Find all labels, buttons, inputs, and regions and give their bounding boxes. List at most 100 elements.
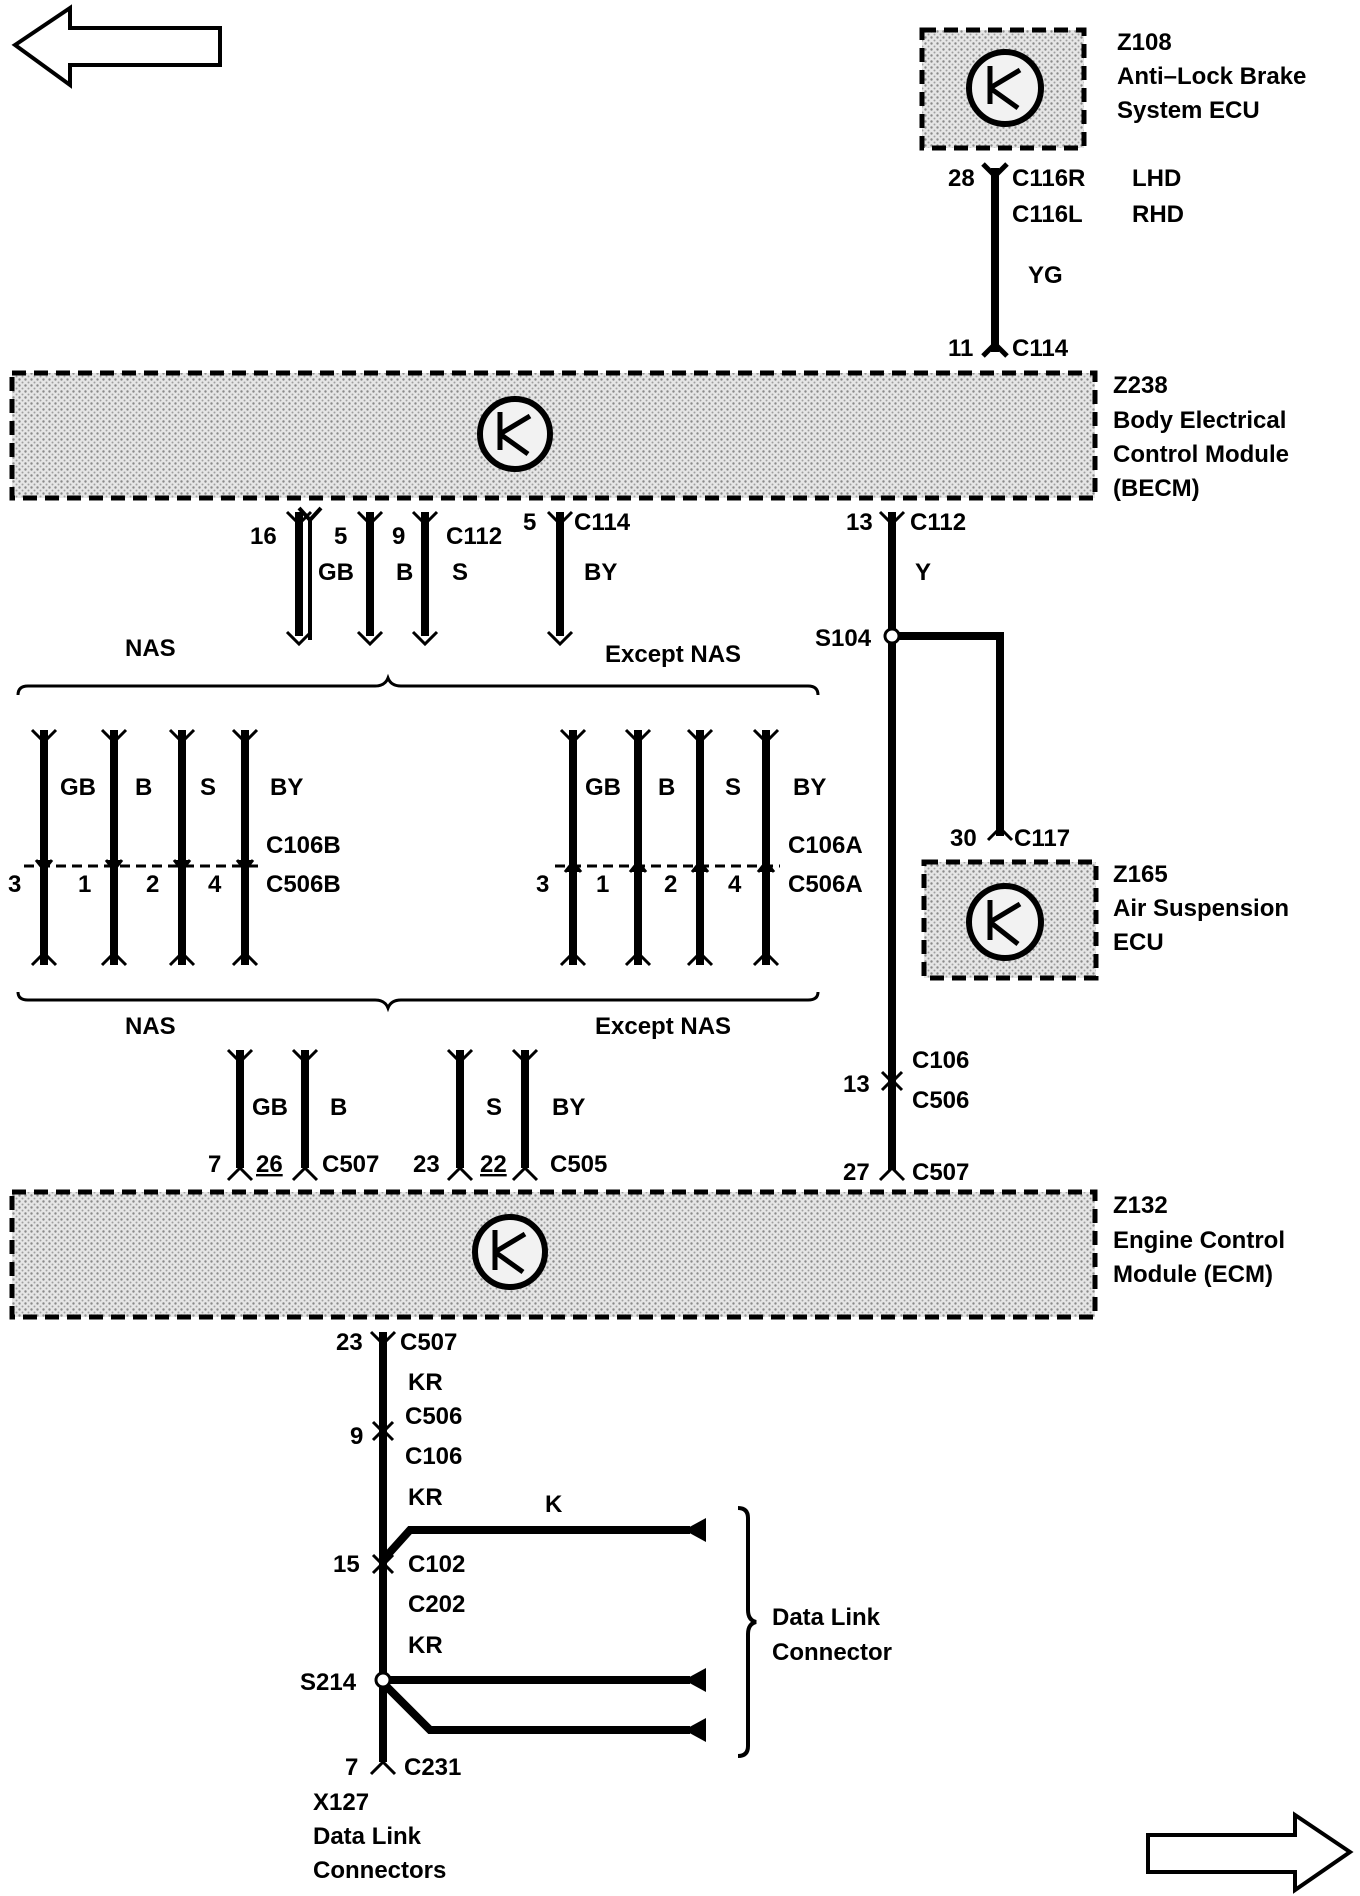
except-wire-s: S bbox=[725, 774, 741, 801]
except-conn-c106a: C106A bbox=[788, 832, 863, 859]
y-conn-c507: C507 bbox=[912, 1159, 969, 1186]
dlc-label-line1: Data Link bbox=[772, 1604, 881, 1631]
kr-conn-c202: C202 bbox=[408, 1591, 465, 1618]
kr-conn-c102: C102 bbox=[408, 1551, 465, 1578]
kr-pin-15: 15 bbox=[333, 1551, 360, 1578]
abs-ecu-symbol-icon bbox=[966, 49, 1044, 127]
wire-color-kr-1: KR bbox=[408, 1369, 443, 1396]
ecm-name-line1: Engine Control bbox=[1113, 1227, 1285, 1254]
dlc-label-line2: Connector bbox=[772, 1639, 892, 1666]
forward-arrow-icon[interactable] bbox=[1146, 1811, 1354, 1894]
wire-color-gb-top: GB bbox=[318, 559, 354, 586]
air-suspension-name-line1: Air Suspension bbox=[1113, 895, 1289, 922]
dlc-terminal-2-icon bbox=[684, 1668, 706, 1692]
ecm-name-line2: Module (ECM) bbox=[1113, 1261, 1273, 1288]
group-except-bottom: Except NAS bbox=[595, 1013, 731, 1040]
ecm-wire-gb: GB bbox=[252, 1094, 288, 1121]
nas-conn-c506b: C506B bbox=[266, 871, 341, 898]
becm-conn-c114-top: C114 bbox=[1012, 335, 1069, 362]
except-pin-4: 4 bbox=[728, 871, 742, 898]
abs-conn-c116l: C116L bbox=[1012, 201, 1083, 228]
ecm-symbol-icon bbox=[472, 1214, 548, 1290]
x127-name-line1: Data Link bbox=[313, 1823, 422, 1850]
nas-pin-4: 4 bbox=[208, 871, 222, 898]
group-nas-top: NAS bbox=[125, 635, 176, 662]
wire-color-by-top: BY bbox=[584, 559, 617, 586]
becm-pin-5b: 5 bbox=[523, 509, 536, 536]
dlc-terminal-3-icon bbox=[684, 1718, 706, 1742]
except-wire-by: BY bbox=[793, 774, 826, 801]
kr-conn-c506: C506 bbox=[405, 1403, 462, 1430]
ecm-id: Z132 bbox=[1113, 1192, 1168, 1219]
abs-ecu-name-line2: System ECU bbox=[1117, 97, 1260, 124]
nas-pin-1: 1 bbox=[78, 871, 91, 898]
wire-color-s-top: S bbox=[452, 559, 468, 586]
splice-s104-label: S104 bbox=[815, 625, 872, 652]
except-pin-2: 2 bbox=[664, 871, 677, 898]
wire-color-b-top: B bbox=[396, 559, 413, 586]
x127-id: X127 bbox=[313, 1789, 369, 1816]
ecm-pin-23: 23 bbox=[336, 1329, 363, 1356]
becm-name-line3: (BECM) bbox=[1113, 475, 1200, 502]
becm-conn-c114: C114 bbox=[574, 509, 631, 536]
abs-rhd: RHD bbox=[1132, 201, 1184, 228]
except-pin-1: 1 bbox=[596, 871, 609, 898]
dlc-terminal-k-icon bbox=[684, 1518, 706, 1542]
becm-id: Z238 bbox=[1113, 372, 1168, 399]
back-arrow-icon[interactable] bbox=[11, 4, 222, 89]
becm-conn-c112b: C112 bbox=[910, 509, 966, 536]
nas-conn-c106b: C106B bbox=[266, 832, 341, 859]
x127-conn-c231: C231 bbox=[404, 1754, 461, 1781]
wire-color-yg: YG bbox=[1028, 262, 1063, 289]
x127-name-line2: Connectors bbox=[313, 1857, 446, 1884]
y-conn-c106: C106 bbox=[912, 1047, 969, 1074]
air-conn-c117: C117 bbox=[1014, 825, 1070, 852]
group-nas-bottom: NAS bbox=[125, 1013, 176, 1040]
ecm-conn-c507-in: C507 bbox=[322, 1151, 379, 1178]
kr-pin-9: 9 bbox=[350, 1423, 363, 1450]
becm-pin-16: 16 bbox=[250, 523, 277, 550]
nas-pin-3: 3 bbox=[8, 871, 21, 898]
nas-wire-gb: GB bbox=[60, 774, 96, 801]
except-pin-3: 3 bbox=[536, 871, 549, 898]
abs-ecu-id: Z108 bbox=[1117, 29, 1172, 56]
ecm-wire-b: B bbox=[330, 1094, 347, 1121]
inline-connector-except-nas bbox=[555, 728, 780, 967]
ecm-pin-26: 26 bbox=[256, 1151, 283, 1178]
ecm-conn-c505: C505 bbox=[550, 1151, 607, 1178]
becm-pin-5: 5 bbox=[334, 523, 347, 550]
becm-symbol-icon bbox=[477, 396, 553, 472]
group-except-top: Except NAS bbox=[605, 641, 741, 668]
nas-pin-2: 2 bbox=[146, 871, 159, 898]
air-suspension-id: Z165 bbox=[1113, 861, 1168, 888]
ecm-pin-7: 7 bbox=[208, 1151, 221, 1178]
y-pin-27: 27 bbox=[843, 1159, 870, 1186]
becm-name-line1: Body Electrical bbox=[1113, 407, 1286, 434]
wire-color-k: K bbox=[545, 1491, 563, 1518]
inline-connector-nas bbox=[24, 728, 260, 967]
air-suspension-symbol-icon bbox=[966, 883, 1044, 961]
becm-box bbox=[9, 370, 1098, 501]
becm-pin-9: 9 bbox=[392, 523, 405, 550]
becm-conn-c112: C112 bbox=[446, 523, 502, 550]
ecm-pin-22: 22 bbox=[480, 1151, 507, 1178]
wire-color-y: Y bbox=[915, 559, 931, 586]
nas-wire-b: B bbox=[135, 774, 152, 801]
becm-pin-13: 13 bbox=[846, 509, 873, 536]
splice-s104 bbox=[883, 627, 901, 645]
except-wire-gb: GB bbox=[585, 774, 621, 801]
abs-pin-28: 28 bbox=[948, 165, 975, 192]
becm-name-line2: Control Module bbox=[1113, 441, 1289, 468]
splice-s214-label: S214 bbox=[300, 1669, 357, 1696]
y-pin-13: 13 bbox=[843, 1071, 870, 1098]
abs-lhd: LHD bbox=[1132, 165, 1181, 192]
ecm-wire-s: S bbox=[486, 1094, 502, 1121]
nas-wire-s: S bbox=[200, 774, 216, 801]
becm-pin-11: 11 bbox=[948, 335, 973, 362]
abs-ecu-name-line1: Anti–Lock Brake bbox=[1117, 63, 1306, 90]
except-conn-c506a: C506A bbox=[788, 871, 863, 898]
x127-pin-7: 7 bbox=[345, 1754, 358, 1781]
kr-conn-c106: C106 bbox=[405, 1443, 462, 1470]
wire-color-kr-2: KR bbox=[408, 1484, 443, 1511]
